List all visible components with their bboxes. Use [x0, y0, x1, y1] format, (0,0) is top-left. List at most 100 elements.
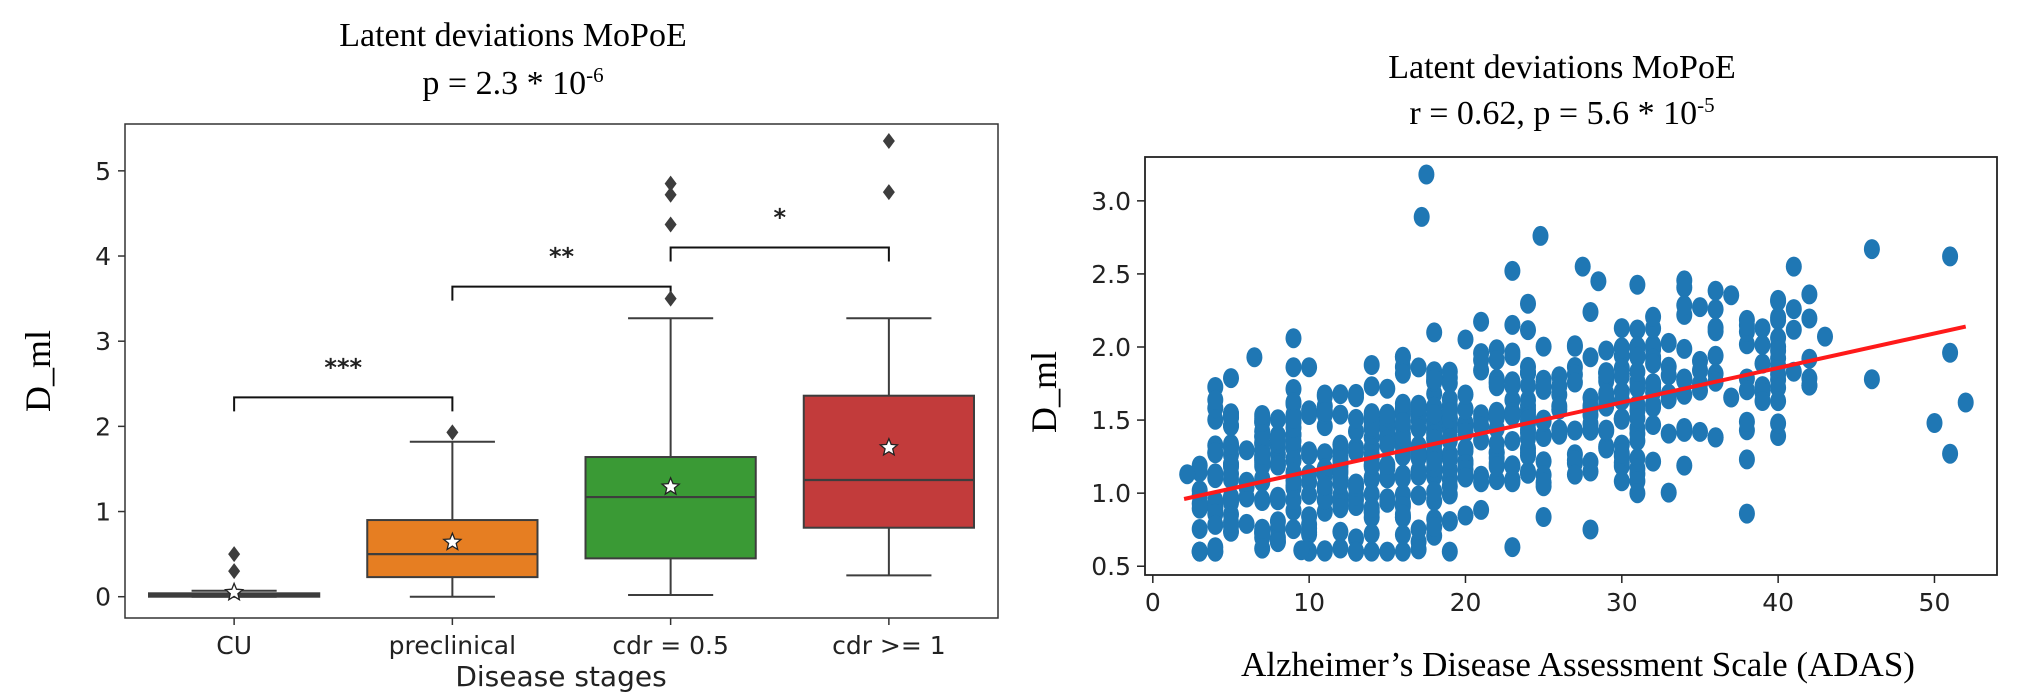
- scatter-point: [1645, 334, 1662, 355]
- scatter-point: [1598, 363, 1615, 384]
- boxplot-xlabel: Disease stages: [455, 660, 666, 693]
- scatter-point: [1707, 345, 1724, 366]
- scatter-point: [1676, 277, 1693, 298]
- scatter-point: [1332, 384, 1349, 405]
- scatter-ytick-label: 3.0: [1091, 187, 1131, 216]
- scatter-point: [1332, 521, 1349, 542]
- scatter-point: [1582, 451, 1599, 472]
- scatter-point: [1457, 505, 1474, 526]
- scatter-point: [1629, 319, 1646, 340]
- scatter-point: [1207, 514, 1224, 535]
- scatter-point: [1754, 391, 1771, 411]
- boxplot-subtitle-base: p = 2.3 * 10: [422, 65, 586, 102]
- scatter-point: [1254, 489, 1271, 510]
- scatter-plot-area: [1144, 156, 1998, 576]
- scatter-point: [1770, 340, 1787, 361]
- scatter-point: [1582, 519, 1599, 540]
- scatter-point: [1754, 318, 1771, 339]
- scatter-point: [1926, 413, 1943, 433]
- scatter-point: [1223, 512, 1239, 533]
- scatter-point: [1613, 443, 1630, 464]
- boxplot-xtick-label: preclinical: [389, 631, 516, 660]
- scatter-point: [1645, 451, 1662, 472]
- boxplot-boxes: [148, 133, 975, 602]
- boxplot-significance-brackets: ******: [233, 204, 890, 412]
- scatter-point: [1535, 451, 1552, 472]
- scatter-point: [1379, 403, 1396, 424]
- scatter-point: [1379, 378, 1396, 399]
- scatter-xtick-label: 0: [1145, 588, 1161, 617]
- scatter-point: [1660, 365, 1677, 386]
- scatter-point: [1441, 402, 1458, 423]
- scatter-point: [1692, 297, 1708, 318]
- scatter-point: [1394, 393, 1411, 414]
- scatter-ytick-label: 2.0: [1091, 333, 1131, 362]
- scatter-point: [1707, 299, 1724, 320]
- scatter-point: [1316, 386, 1333, 407]
- scatter-point: [1457, 438, 1474, 459]
- boxplot-ytick-label: 2: [95, 412, 111, 441]
- scatter-point: [1566, 464, 1583, 485]
- scatter-point: [1332, 404, 1349, 425]
- scatter-point: [1738, 503, 1755, 524]
- scatter-y-axis: 0.51.01.52.02.53.0: [1091, 187, 1145, 581]
- scatter-point: [1566, 420, 1583, 441]
- boxplot-chart: Latent deviations MoPoE p = 2.3 * 10-6 0…: [18, 17, 999, 693]
- scatter-point: [1410, 519, 1427, 540]
- scatter-point: [1504, 314, 1521, 335]
- scatter-point: [1535, 378, 1552, 399]
- scatter-point: [1332, 498, 1349, 519]
- scatter-point: [1520, 428, 1536, 449]
- scatter-point: [1473, 350, 1490, 370]
- scatter-point: [1692, 350, 1708, 371]
- box-outlier: [882, 133, 895, 150]
- scatter-points: [1179, 164, 1974, 562]
- scatter-point: [1285, 519, 1302, 540]
- scatter-point: [1269, 490, 1286, 511]
- scatter-point: [1504, 371, 1521, 392]
- box-outlier: [664, 175, 677, 192]
- scatter-point: [1574, 256, 1591, 277]
- scatter-point: [1770, 413, 1787, 434]
- scatter-point: [1238, 471, 1255, 492]
- scatter-point: [1394, 541, 1411, 562]
- scatter-subtitle-base: r = 0.62, p = 5.6 * 10: [1409, 95, 1697, 132]
- scatter-point: [1457, 467, 1474, 488]
- scatter-point: [1942, 342, 1959, 363]
- scatter-point: [1207, 463, 1224, 484]
- scatter-point: [1207, 442, 1224, 463]
- scatter-point: [1316, 401, 1333, 422]
- scatter-point: [1707, 427, 1724, 448]
- scatter-point: [1488, 456, 1505, 477]
- scatter-xlabel: Alzheimer’s Disease Assessment Scale (AD…: [1241, 645, 1915, 684]
- scatter-point: [1660, 332, 1677, 353]
- box-mean-marker: [223, 581, 245, 602]
- scatter-point: [1613, 338, 1630, 359]
- scatter-point: [1551, 376, 1568, 397]
- scatter-point: [1348, 541, 1364, 562]
- scatter-point: [1348, 473, 1364, 494]
- boxplot-ytick-label: 5: [95, 157, 111, 186]
- scatter-point: [1754, 334, 1771, 355]
- scatter-point: [1301, 484, 1318, 505]
- scatter-point: [1269, 455, 1286, 476]
- box-outlier: [664, 290, 677, 307]
- box-mean-marker: [442, 531, 463, 551]
- scatter-point: [1332, 538, 1349, 559]
- scatter-point: [1520, 293, 1536, 314]
- boxplot-plot-area: [124, 123, 999, 619]
- scatter-point: [1191, 498, 1208, 519]
- scatter-point: [1504, 260, 1521, 281]
- boxplot-title: Latent deviations MoPoE: [339, 17, 687, 54]
- scatter-point: [1582, 302, 1599, 322]
- scatter-point: [1566, 336, 1583, 357]
- scatter-point: [1457, 399, 1474, 420]
- scatter-point: [1379, 434, 1396, 455]
- scatter-point: [1363, 497, 1380, 518]
- scatter-point: [1660, 423, 1677, 444]
- boxplot-xtick-label: CU: [216, 631, 252, 660]
- scatter-point: [1613, 409, 1630, 430]
- scatter-point: [1863, 369, 1880, 390]
- scatter-point: [1191, 519, 1208, 539]
